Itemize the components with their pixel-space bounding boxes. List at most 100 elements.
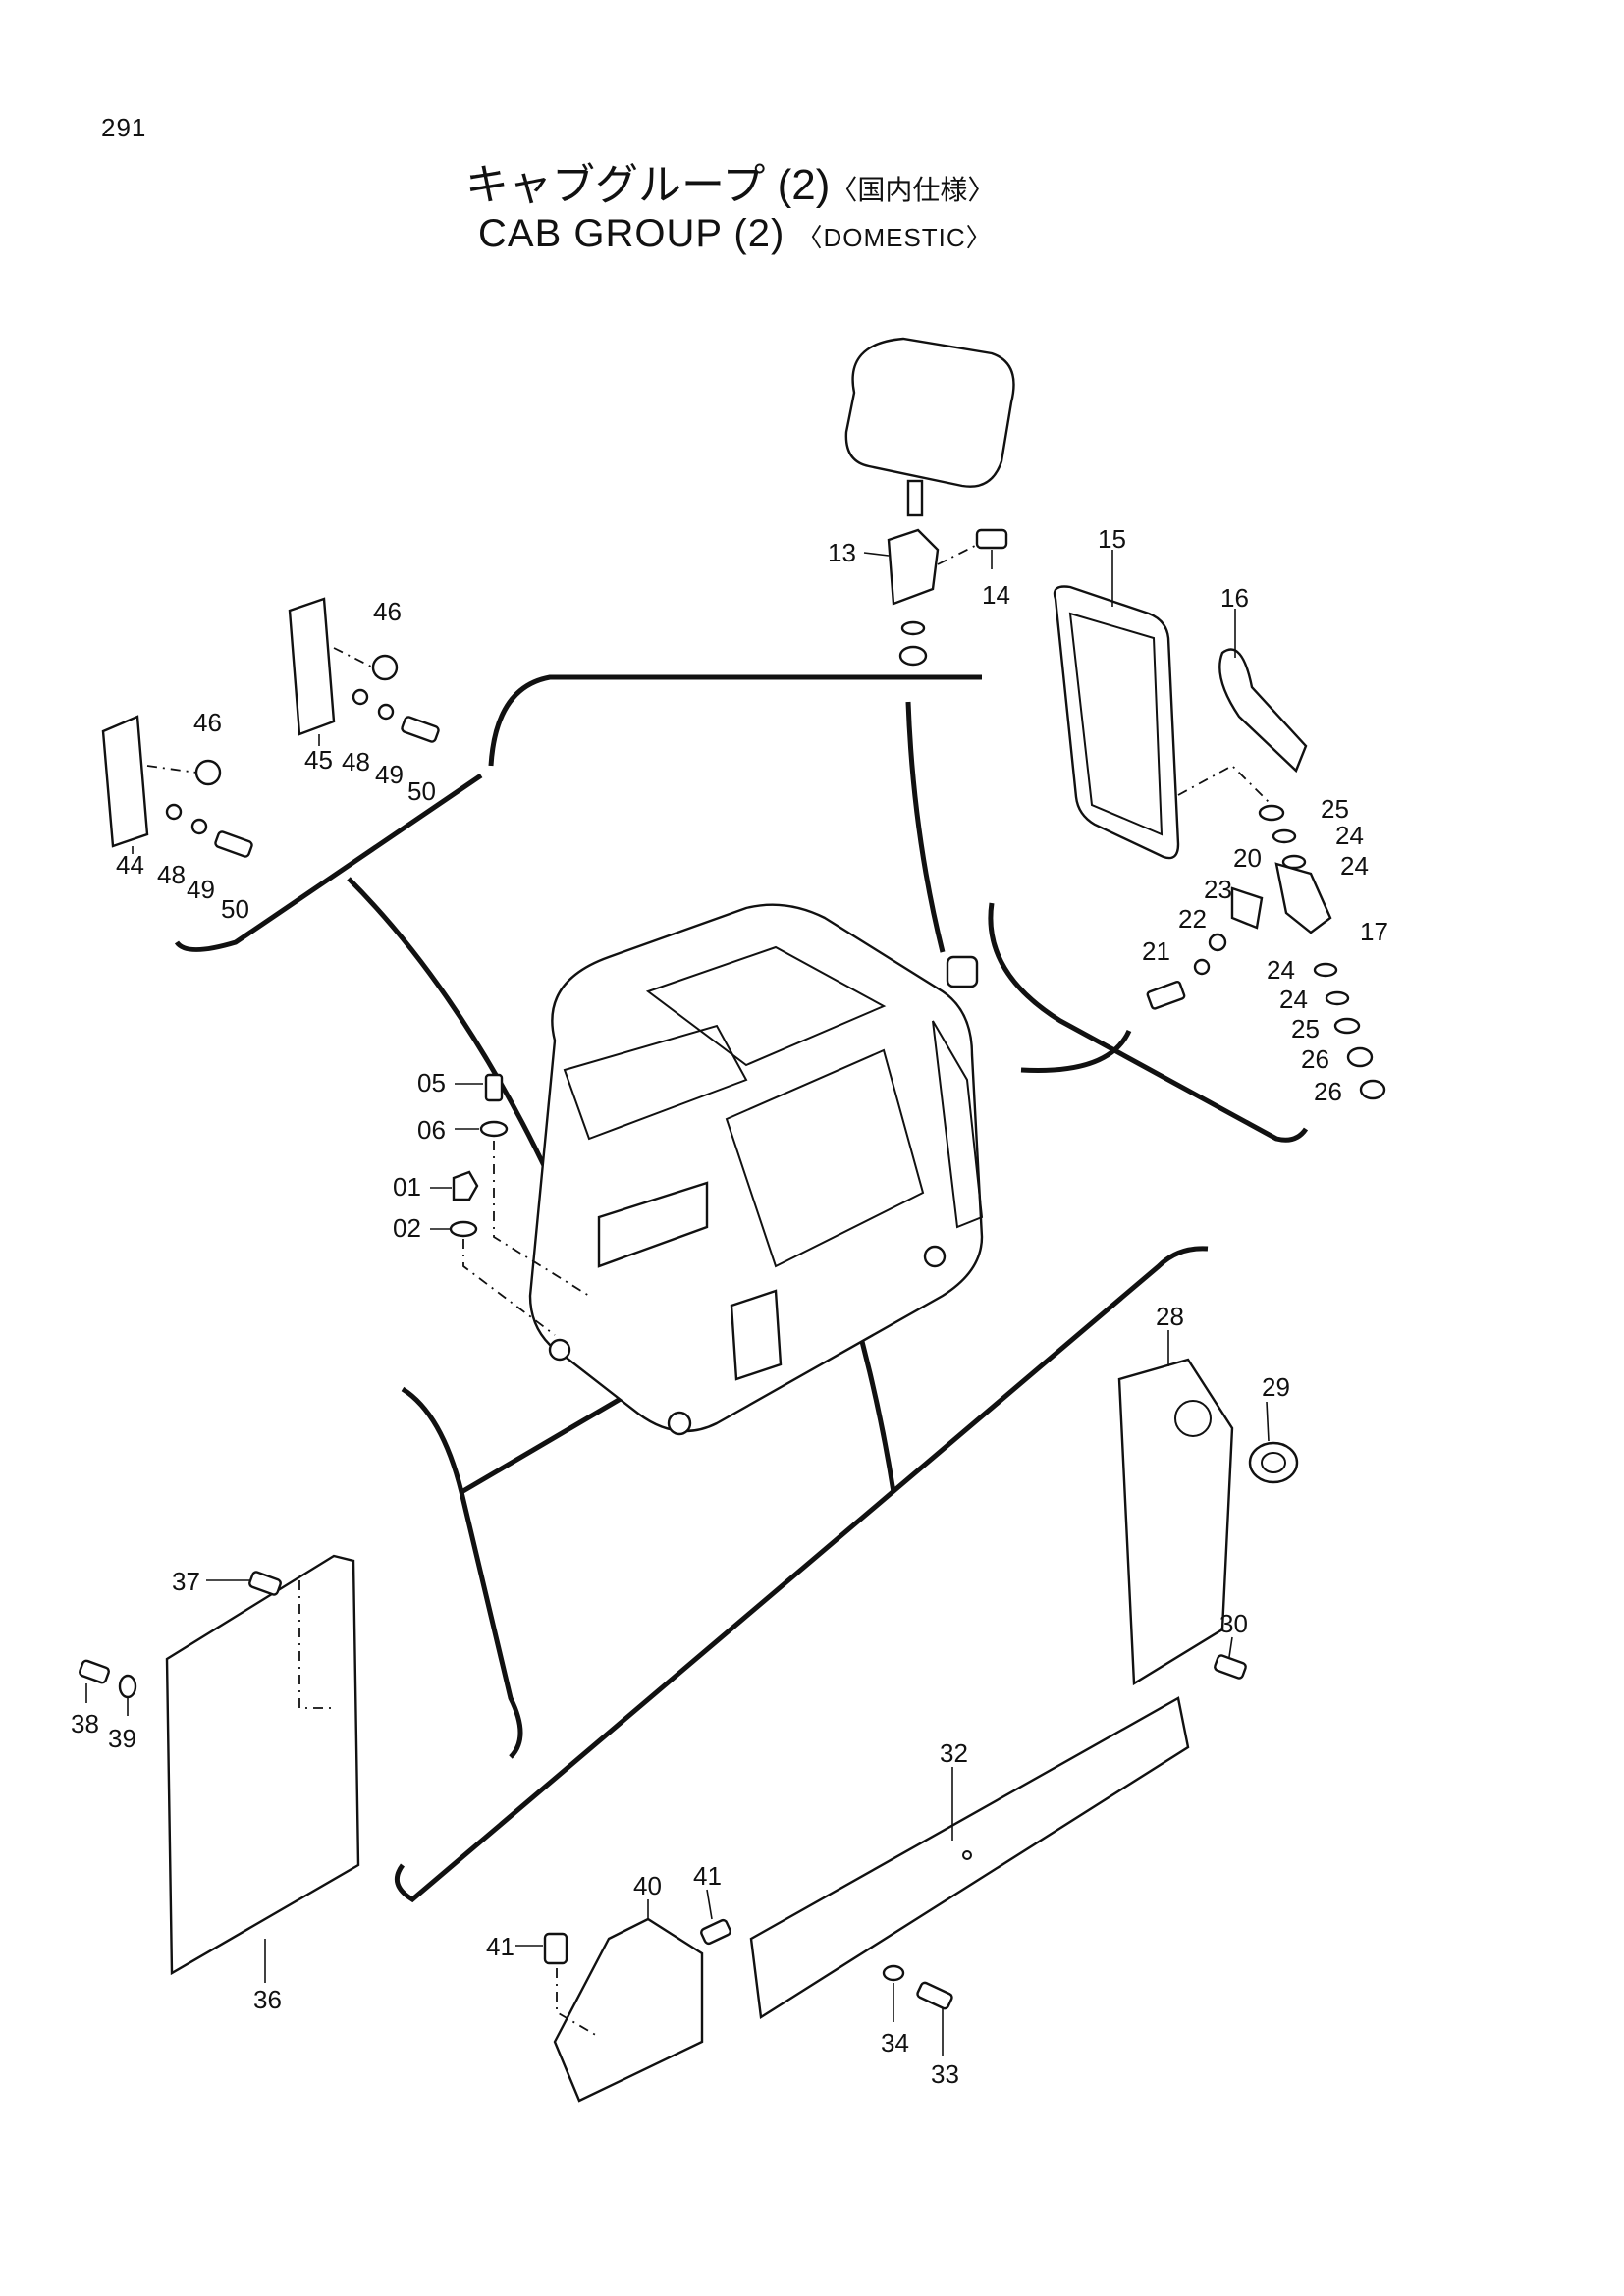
title-jp-note: 〈国内仕様〉 [830,175,996,205]
bracket-17-icon [1274,862,1332,934]
cab-side-window [932,1020,984,1229]
cab-body [528,903,984,1436]
callout-45: 45 [304,745,333,774]
cab-mount-right [923,1245,947,1268]
bolt-37-icon [248,1571,282,1596]
callout-25b: 25 [1291,1014,1320,1043]
callout-17: 17 [1360,917,1388,946]
callout-labels: 05 06 01 02 13 14 15 16 17 20 21 22 23 2… [71,524,1388,2089]
washer-25b-icon [1333,1017,1361,1035]
title-japanese: キャブグループ (2)〈国内仕様〉 [465,149,995,212]
callout-05: 05 [417,1068,446,1097]
bolt-14-icon [975,528,1008,550]
long-cover-assembly [749,1696,1190,2056]
callout-28: 28 [1156,1302,1184,1331]
callout-36: 36 [253,1985,282,2014]
callout-02: 02 [393,1213,421,1243]
bolt-33-icon [916,1981,953,2010]
bolt-50b-icon [401,716,440,743]
washer-49a-icon [190,818,208,835]
title-jp-text: キャブグループ (2) [465,161,831,209]
washer-02-icon [449,1220,478,1238]
mirror-stem-icon [906,479,924,517]
plate-28-icon [1117,1358,1234,1686]
bracket-left-cover [401,1386,523,1759]
callout-41a: 41 [486,1932,514,1961]
bracket-right-steering [988,902,1309,1143]
callout-15: 15 [1098,524,1126,554]
title-english: CAB GROUP (2) 〈DOMESTIC〉 [478,212,993,256]
callout-01: 01 [393,1172,421,1201]
cab-door [725,1048,925,1268]
callout-16: 16 [1220,583,1249,613]
callout-37: 37 [172,1567,200,1596]
washer-39-icon [118,1674,137,1699]
knob-46a-icon [194,759,222,786]
callout-24c: 24 [1267,955,1295,985]
bracket-40-icon [553,1917,704,2103]
tall-cover-assembly [79,1554,360,1983]
title-en-text: CAB GROUP (2) [478,212,785,255]
callout-26a: 26 [1301,1044,1329,1074]
callout-32: 32 [940,1738,968,1768]
bracket-top-mirror [488,674,982,767]
mirror-bracket-13-icon [887,528,940,606]
callout-22: 22 [1178,904,1207,934]
callout-33: 33 [931,2059,959,2089]
washer-22-icon [1193,958,1211,976]
cab-mount-front [667,1411,692,1436]
callout-48b: 48 [342,747,370,776]
callout-24a: 24 [1335,821,1364,850]
window-15-icon [1053,585,1180,860]
washer-24b-icon [1281,854,1307,870]
hinge-44-icon [101,715,149,848]
bolt-21-icon [1146,981,1186,1010]
grommet-29-icon [1248,1441,1299,1484]
callout-38: 38 [71,1709,99,1738]
callout-23: 23 [1204,875,1232,904]
callout-40: 40 [633,1871,662,1900]
callout-13: 13 [828,538,856,567]
callout-48a: 48 [157,860,186,889]
cab-plate [730,1289,783,1381]
callout-29: 29 [1262,1372,1290,1402]
bracket-top-left [174,773,483,952]
bolt-30-icon [1214,1654,1247,1680]
callout-46b: 46 [373,597,402,626]
leader-steering [1020,1029,1132,1073]
callout-21: 21 [1142,936,1170,966]
bolt-50a-icon [214,830,253,858]
nut-26a-icon [1346,1046,1374,1068]
washer-06-icon [479,1120,509,1138]
callout-50b: 50 [407,776,436,806]
callout-34: 34 [881,2028,909,2057]
bolt-05-icon [484,1073,504,1102]
hinge-45-icon [288,597,336,736]
bracket-bottom [394,1246,1209,1903]
washer-23-icon [1208,933,1227,952]
callout-50a: 50 [221,894,249,924]
washer-49b-icon [377,703,395,721]
leader-mirror [905,701,946,953]
cab-mirror-small [946,955,979,988]
hinge-assemblies [101,597,440,858]
fastener-stack [430,1073,590,1336]
callout-41b: 41 [693,1861,722,1891]
callout-26b: 26 [1314,1077,1342,1106]
knob-46b-icon [371,654,399,681]
callout-24d: 24 [1279,985,1308,1014]
callout-06: 06 [417,1115,446,1145]
mirror-assembly [844,337,1015,667]
cab-mount-left [548,1338,571,1362]
plate-28-hole [1174,1400,1212,1437]
nut-01-icon [452,1170,479,1201]
bracket-40-assembly [515,1889,731,2103]
page-number: 291 [101,113,147,142]
window-steering-assembly [1053,550,1386,1100]
mirror-nut-icon [898,645,928,667]
callout-49b: 49 [375,760,404,789]
callout-46a: 46 [193,708,222,737]
callout-39: 39 [108,1724,136,1753]
washer-25a-icon [1258,804,1285,822]
